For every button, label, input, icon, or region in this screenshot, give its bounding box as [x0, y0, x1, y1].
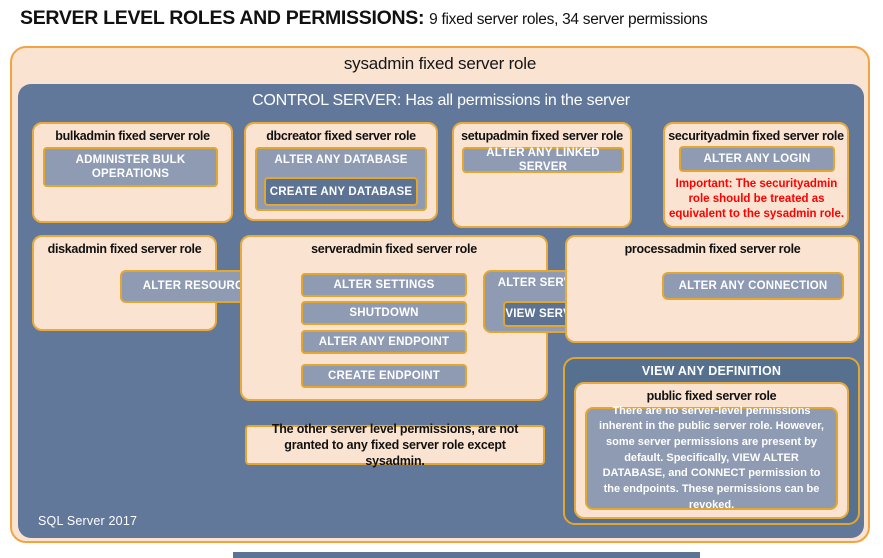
dbcreator-role-box: dbcreator fixed server role ALTER ANY DA…	[244, 122, 438, 221]
securityadmin-role-title: securityadmin fixed server role	[668, 129, 844, 143]
page-title: SERVER LEVEL ROLES AND PERMISSIONS:9 fix…	[20, 7, 708, 30]
sysadmin-role-label: sysadmin fixed server role	[343, 54, 537, 73]
setupadmin-role-title: setupadmin fixed server role	[461, 129, 623, 143]
securityadmin-warning-text: Important: The securityadmin role should…	[668, 178, 845, 220]
control-server-label: CONTROL SERVER: Has all permissions in t…	[252, 92, 630, 109]
permission-administer-bulk-operations: ADMINISTER BULK OPERATIONS	[43, 147, 218, 187]
setupadmin-role-box: setupadmin fixed server role ALTER ANY L…	[452, 122, 632, 228]
dbcreator-role-title: dbcreator fixed server role	[266, 129, 416, 143]
bulkadmin-role-title: bulkadmin fixed server role	[55, 129, 210, 143]
permission-alter-any-database-label: ALTER ANY DATABASE	[274, 154, 408, 166]
permission-view-any-definition-label: VIEW ANY DEFINITION	[641, 364, 782, 378]
bulkadmin-role-box: bulkadmin fixed server role ADMINISTER B…	[32, 122, 233, 223]
other-permissions-note: The other server level permissions, are …	[245, 422, 545, 468]
processadmin-role-box: processadmin fixed server role ALTER ANY…	[565, 235, 860, 343]
diskadmin-role-title: diskadmin fixed server role	[47, 242, 202, 256]
public-role-note: There are no server-level permissions in…	[585, 405, 838, 511]
permission-alter-any-endpoint: ALTER ANY ENDPOINT	[301, 330, 467, 354]
permission-create-endpoint: CREATE ENDPOINT	[301, 364, 467, 388]
bottom-accent-bar	[233, 552, 700, 558]
permission-shutdown: SHUTDOWN	[301, 301, 467, 325]
serveradmin-role-title: serveradmin fixed server role	[311, 242, 477, 256]
permission-alter-any-login: ALTER ANY LOGIN	[679, 146, 835, 172]
permission-alter-any-connection: ALTER ANY CONNECTION	[662, 272, 844, 300]
permission-view-any-definition: VIEW ANY DEFINITION public fixed server …	[563, 357, 860, 525]
page-title-main: SERVER LEVEL ROLES AND PERMISSIONS:	[20, 7, 425, 29]
permission-alter-any-linked-server: ALTER ANY LINKED SERVER	[462, 147, 624, 173]
processadmin-role-title: processadmin fixed server role	[624, 242, 801, 256]
permission-create-any-database: CREATE ANY DATABASE	[264, 177, 418, 206]
footer-version-label: SQL Server 2017	[38, 514, 138, 528]
public-role-box: public fixed server role There are no se…	[574, 382, 849, 519]
securityadmin-role-box: securityadmin fixed server role ALTER AN…	[663, 122, 849, 228]
page-title-sub: 9 fixed server roles, 34 server permissi…	[429, 11, 708, 28]
public-role-title: public fixed server role	[646, 389, 777, 403]
permission-alter-settings: ALTER SETTINGS	[301, 273, 467, 297]
permission-alter-any-database: ALTER ANY DATABASE CREATE ANY DATABASE	[255, 147, 427, 211]
